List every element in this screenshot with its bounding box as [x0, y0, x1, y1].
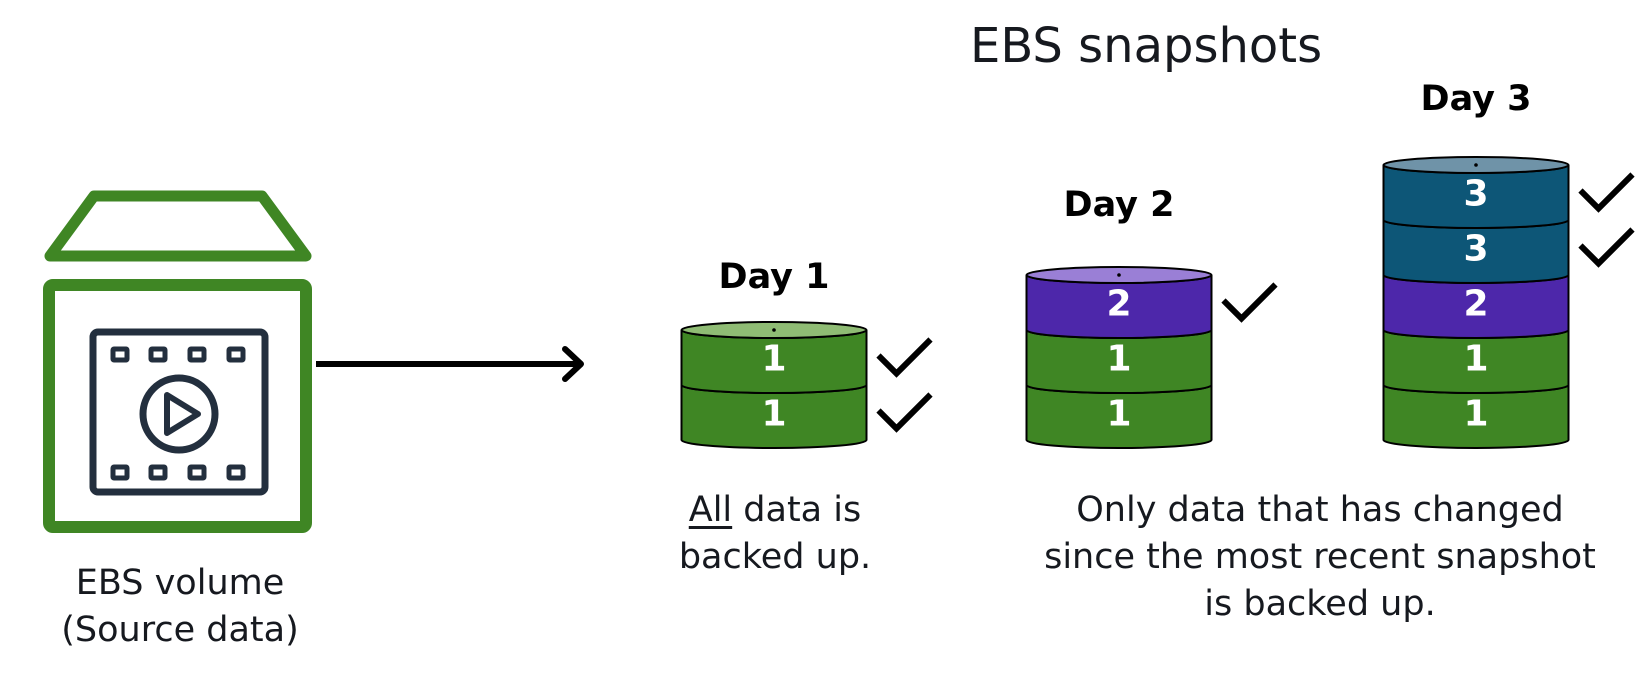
data-block-1: 1: [1025, 329, 1213, 394]
checkmark-icon: [876, 337, 933, 378]
data-block-label: 1: [1463, 394, 1488, 435]
data-block-label: 1: [761, 339, 786, 380]
cylinder-center-dot: [772, 328, 776, 332]
checkmarks: [876, 172, 1635, 433]
source-caption-line2: (Source data): [61, 610, 299, 650]
data-block-label: 3: [1463, 174, 1488, 215]
ebs-volume-icon: [43, 190, 312, 533]
day-3-label: Day 3: [1421, 79, 1532, 119]
volume-lid-icon: [44, 190, 312, 262]
snapshot-stack-day-2: 1 1 2: [1025, 266, 1213, 449]
cylinder-center-dot: [1117, 273, 1121, 277]
day-1-label: Day 1: [719, 257, 830, 297]
data-block-1: 1: [1382, 329, 1570, 394]
day1-caption-line1: All data is: [640, 487, 910, 534]
day1-caption-rest: data is: [732, 490, 862, 530]
data-block-label: 2: [1106, 284, 1131, 325]
day1-caption-line2: backed up.: [678, 537, 872, 577]
data-block-label: 1: [1106, 394, 1131, 435]
cylinder-center-dot: [1474, 163, 1478, 167]
incremental-caption: Only data that has changed since the mos…: [1020, 487, 1620, 628]
play-circle-icon: [139, 374, 219, 454]
backup-arrow-icon: [316, 346, 584, 382]
data-block-1: 1: [680, 384, 868, 449]
data-block-label: 1: [1463, 339, 1488, 380]
incremental-caption-line1: Only data that has changed: [1076, 490, 1564, 530]
data-block-label: 1: [1106, 339, 1131, 380]
snapshot-stack-day-3: 1 1 2 3 3: [1382, 156, 1570, 449]
data-block-label: 2: [1463, 284, 1488, 325]
day-2-label: Day 2: [1064, 185, 1175, 225]
film-perforations-icon: [110, 346, 246, 481]
data-block-1: 1: [1382, 384, 1570, 449]
data-block-label: 3: [1463, 229, 1488, 270]
data-block-1: 1: [1025, 384, 1213, 449]
film-frame-icon: [89, 328, 269, 496]
data-block-2: 2: [1382, 274, 1570, 339]
source-caption: EBS volume (Source data): [30, 560, 330, 654]
snapshot-stack-day-1: 11: [680, 321, 868, 449]
source-caption-line1: EBS volume: [75, 563, 285, 603]
day1-caption-emphasis: All: [688, 490, 733, 530]
data-block-label: 1: [761, 394, 786, 435]
incremental-caption-line3: is backed up.: [1204, 584, 1436, 624]
volume-box-icon: [43, 279, 312, 533]
diagram-title: EBS snapshots: [970, 18, 1323, 74]
play-triangle-icon: [164, 392, 201, 436]
day1-caption: All data is backed up.: [640, 487, 910, 581]
incremental-caption-line2: since the most recent snapshot: [1044, 537, 1596, 577]
checkmark-icon: [1578, 227, 1635, 268]
checkmark-icon: [876, 392, 933, 433]
data-block-3: 3: [1382, 219, 1570, 284]
data-block-1: 1: [680, 329, 868, 394]
checkmark-icon: [1578, 172, 1635, 213]
checkmark-icon: [1221, 282, 1278, 323]
data-block-3: 3: [1382, 164, 1570, 229]
data-block-2: 2: [1025, 274, 1213, 339]
